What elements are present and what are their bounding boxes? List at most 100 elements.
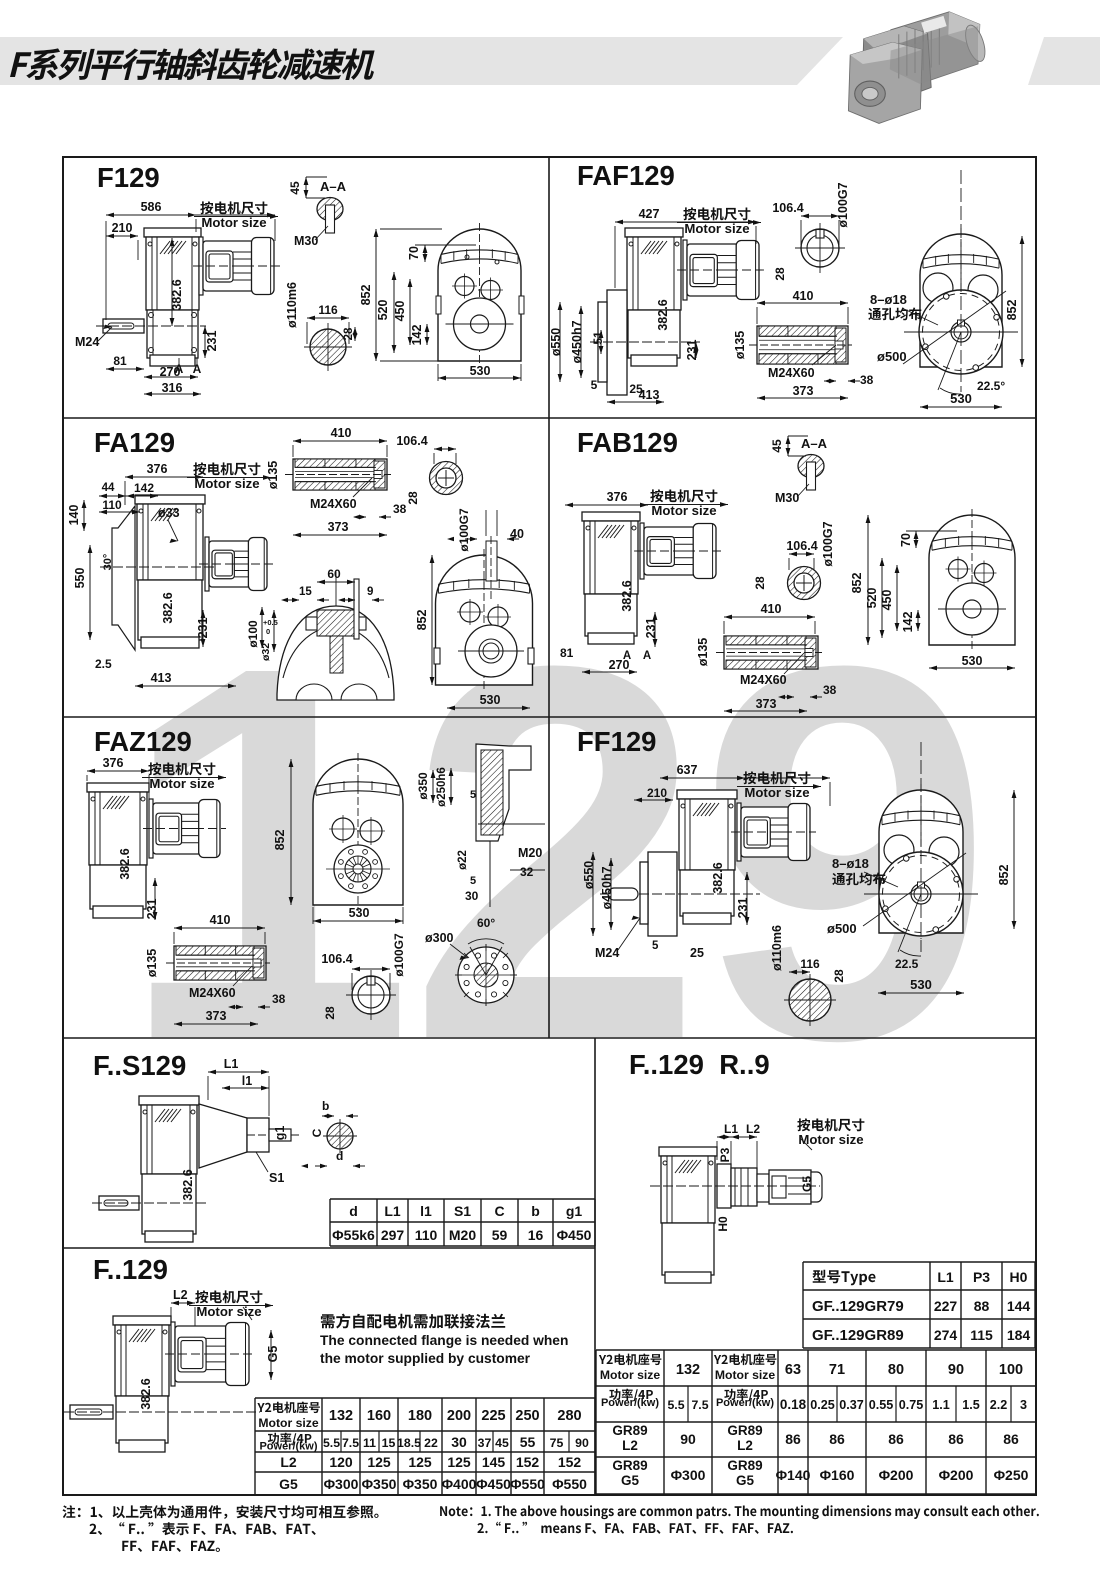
svg-text:125: 125: [447, 1454, 471, 1470]
svg-text:L1: L1: [224, 1057, 239, 1071]
svg-text:25: 25: [629, 382, 643, 396]
svg-text:28: 28: [773, 267, 787, 281]
svg-text:G5: G5: [279, 1476, 298, 1492]
svg-text:M20: M20: [518, 846, 542, 860]
svg-text:M24X60: M24X60: [310, 497, 357, 511]
svg-text:30°: 30°: [102, 554, 114, 571]
svg-text:38: 38: [272, 992, 286, 1006]
svg-text:15: 15: [382, 1436, 396, 1450]
svg-text:225: 225: [481, 1408, 505, 1424]
svg-text:A: A: [175, 362, 184, 376]
svg-text:231: 231: [644, 618, 658, 639]
svg-text:Φ160: Φ160: [820, 1467, 855, 1483]
svg-text:2.5: 2.5: [95, 657, 112, 671]
svg-text:ø110m6: ø110m6: [285, 282, 299, 328]
svg-text:M30: M30: [775, 491, 799, 505]
svg-text:16: 16: [528, 1227, 544, 1243]
svg-text:28: 28: [406, 491, 420, 505]
svg-text:H0: H0: [716, 1216, 730, 1232]
svg-text:Motor size: Motor size: [798, 1132, 863, 1147]
svg-text:ø450h7: ø450h7: [570, 320, 584, 363]
svg-text:l1: l1: [420, 1203, 432, 1219]
svg-text:852: 852: [415, 610, 429, 631]
svg-text:22.5°: 22.5°: [977, 379, 1005, 393]
svg-text:ø135: ø135: [145, 949, 159, 978]
svg-text:0.55: 0.55: [869, 1398, 894, 1412]
svg-text:382.6: 382.6: [118, 848, 132, 879]
svg-text:M24: M24: [75, 335, 99, 349]
svg-text:ø135: ø135: [696, 638, 710, 667]
svg-text:373: 373: [328, 520, 349, 534]
svg-text:GF..129GR79: GF..129GR79: [812, 1298, 904, 1315]
svg-text:GF..129GR89: GF..129GR89: [812, 1327, 904, 1344]
svg-text:S1: S1: [269, 1171, 284, 1185]
svg-text:FA129: FA129: [94, 427, 175, 458]
svg-text:86: 86: [948, 1431, 964, 1447]
svg-text:A–A: A–A: [320, 179, 347, 194]
svg-text:Motor size: Motor size: [149, 776, 214, 791]
svg-text:Φ450: Φ450: [557, 1227, 592, 1243]
svg-text:115: 115: [970, 1327, 993, 1343]
svg-text:28: 28: [832, 969, 846, 983]
svg-text:ø500: ø500: [827, 921, 857, 936]
svg-text:ø110m6: ø110m6: [770, 925, 784, 971]
svg-text:120: 120: [329, 1454, 353, 1470]
svg-text:410: 410: [331, 426, 352, 440]
svg-text:11: 11: [363, 1436, 376, 1450]
svg-text:106.4: 106.4: [772, 201, 803, 215]
svg-text:637: 637: [677, 763, 698, 777]
svg-text:M30: M30: [294, 234, 318, 248]
svg-text:G5: G5: [266, 1346, 280, 1363]
svg-text:86: 86: [829, 1431, 845, 1447]
svg-text:5.5: 5.5: [323, 1436, 340, 1450]
svg-text:2.2: 2.2: [990, 1398, 1008, 1412]
svg-text:Φ450: Φ450: [476, 1476, 511, 1492]
svg-text:427: 427: [639, 207, 660, 221]
svg-text:210: 210: [112, 221, 133, 235]
svg-text:373: 373: [756, 697, 777, 711]
svg-text:C: C: [310, 1128, 324, 1137]
svg-text:A: A: [643, 650, 651, 662]
svg-text:520: 520: [865, 588, 879, 609]
svg-text:125: 125: [408, 1454, 432, 1470]
svg-text:Φ300: Φ300: [324, 1476, 359, 1492]
svg-text:51: 51: [591, 331, 605, 345]
svg-text:M24X60: M24X60: [740, 673, 787, 687]
svg-text:FF129: FF129: [577, 726, 656, 757]
svg-text:ø250h6: ø250h6: [436, 767, 448, 807]
svg-text:Power/(kw): Power/(kw): [716, 1397, 774, 1409]
svg-text:297: 297: [381, 1227, 405, 1243]
svg-text:The connected flange is needed: The connected flange is needed when: [320, 1333, 568, 1348]
svg-text:Motor size: Motor size: [196, 1304, 261, 1319]
svg-text:0: 0: [266, 627, 270, 636]
svg-text:410: 410: [761, 602, 782, 616]
svg-text:86: 86: [1003, 1431, 1019, 1447]
svg-text:5: 5: [470, 875, 476, 887]
svg-text:M24X60: M24X60: [768, 366, 815, 380]
svg-text:231: 231: [685, 340, 699, 361]
svg-text:d: d: [349, 1203, 358, 1219]
svg-text:Φ300: Φ300: [671, 1467, 706, 1483]
svg-text:0.25: 0.25: [810, 1398, 835, 1412]
svg-text:382.6: 382.6: [139, 1378, 153, 1409]
svg-text:GR89: GR89: [727, 1458, 762, 1473]
svg-text:45: 45: [495, 1436, 509, 1450]
svg-text:316: 316: [162, 381, 183, 395]
svg-text:Motor size: Motor size: [715, 1368, 775, 1382]
svg-text:106.4: 106.4: [321, 952, 352, 966]
svg-text:Φ400: Φ400: [442, 1476, 477, 1492]
svg-text:410: 410: [793, 289, 814, 303]
svg-text:FAF129: FAF129: [577, 160, 675, 191]
svg-text:l1: l1: [242, 1074, 252, 1088]
svg-text:b: b: [531, 1203, 540, 1219]
svg-text:40: 40: [510, 527, 524, 541]
svg-text:5: 5: [591, 378, 598, 392]
svg-text:3: 3: [1020, 1398, 1027, 1412]
svg-text:45: 45: [288, 181, 302, 195]
svg-text:110: 110: [102, 498, 122, 512]
svg-text:ø100G7: ø100G7: [392, 933, 406, 977]
svg-text:Motor size: Motor size: [744, 785, 809, 800]
svg-text:38: 38: [393, 502, 407, 516]
svg-text:the motor supplied by customer: the motor supplied by customer: [320, 1351, 531, 1366]
svg-text:Φ350: Φ350: [403, 1476, 438, 1492]
